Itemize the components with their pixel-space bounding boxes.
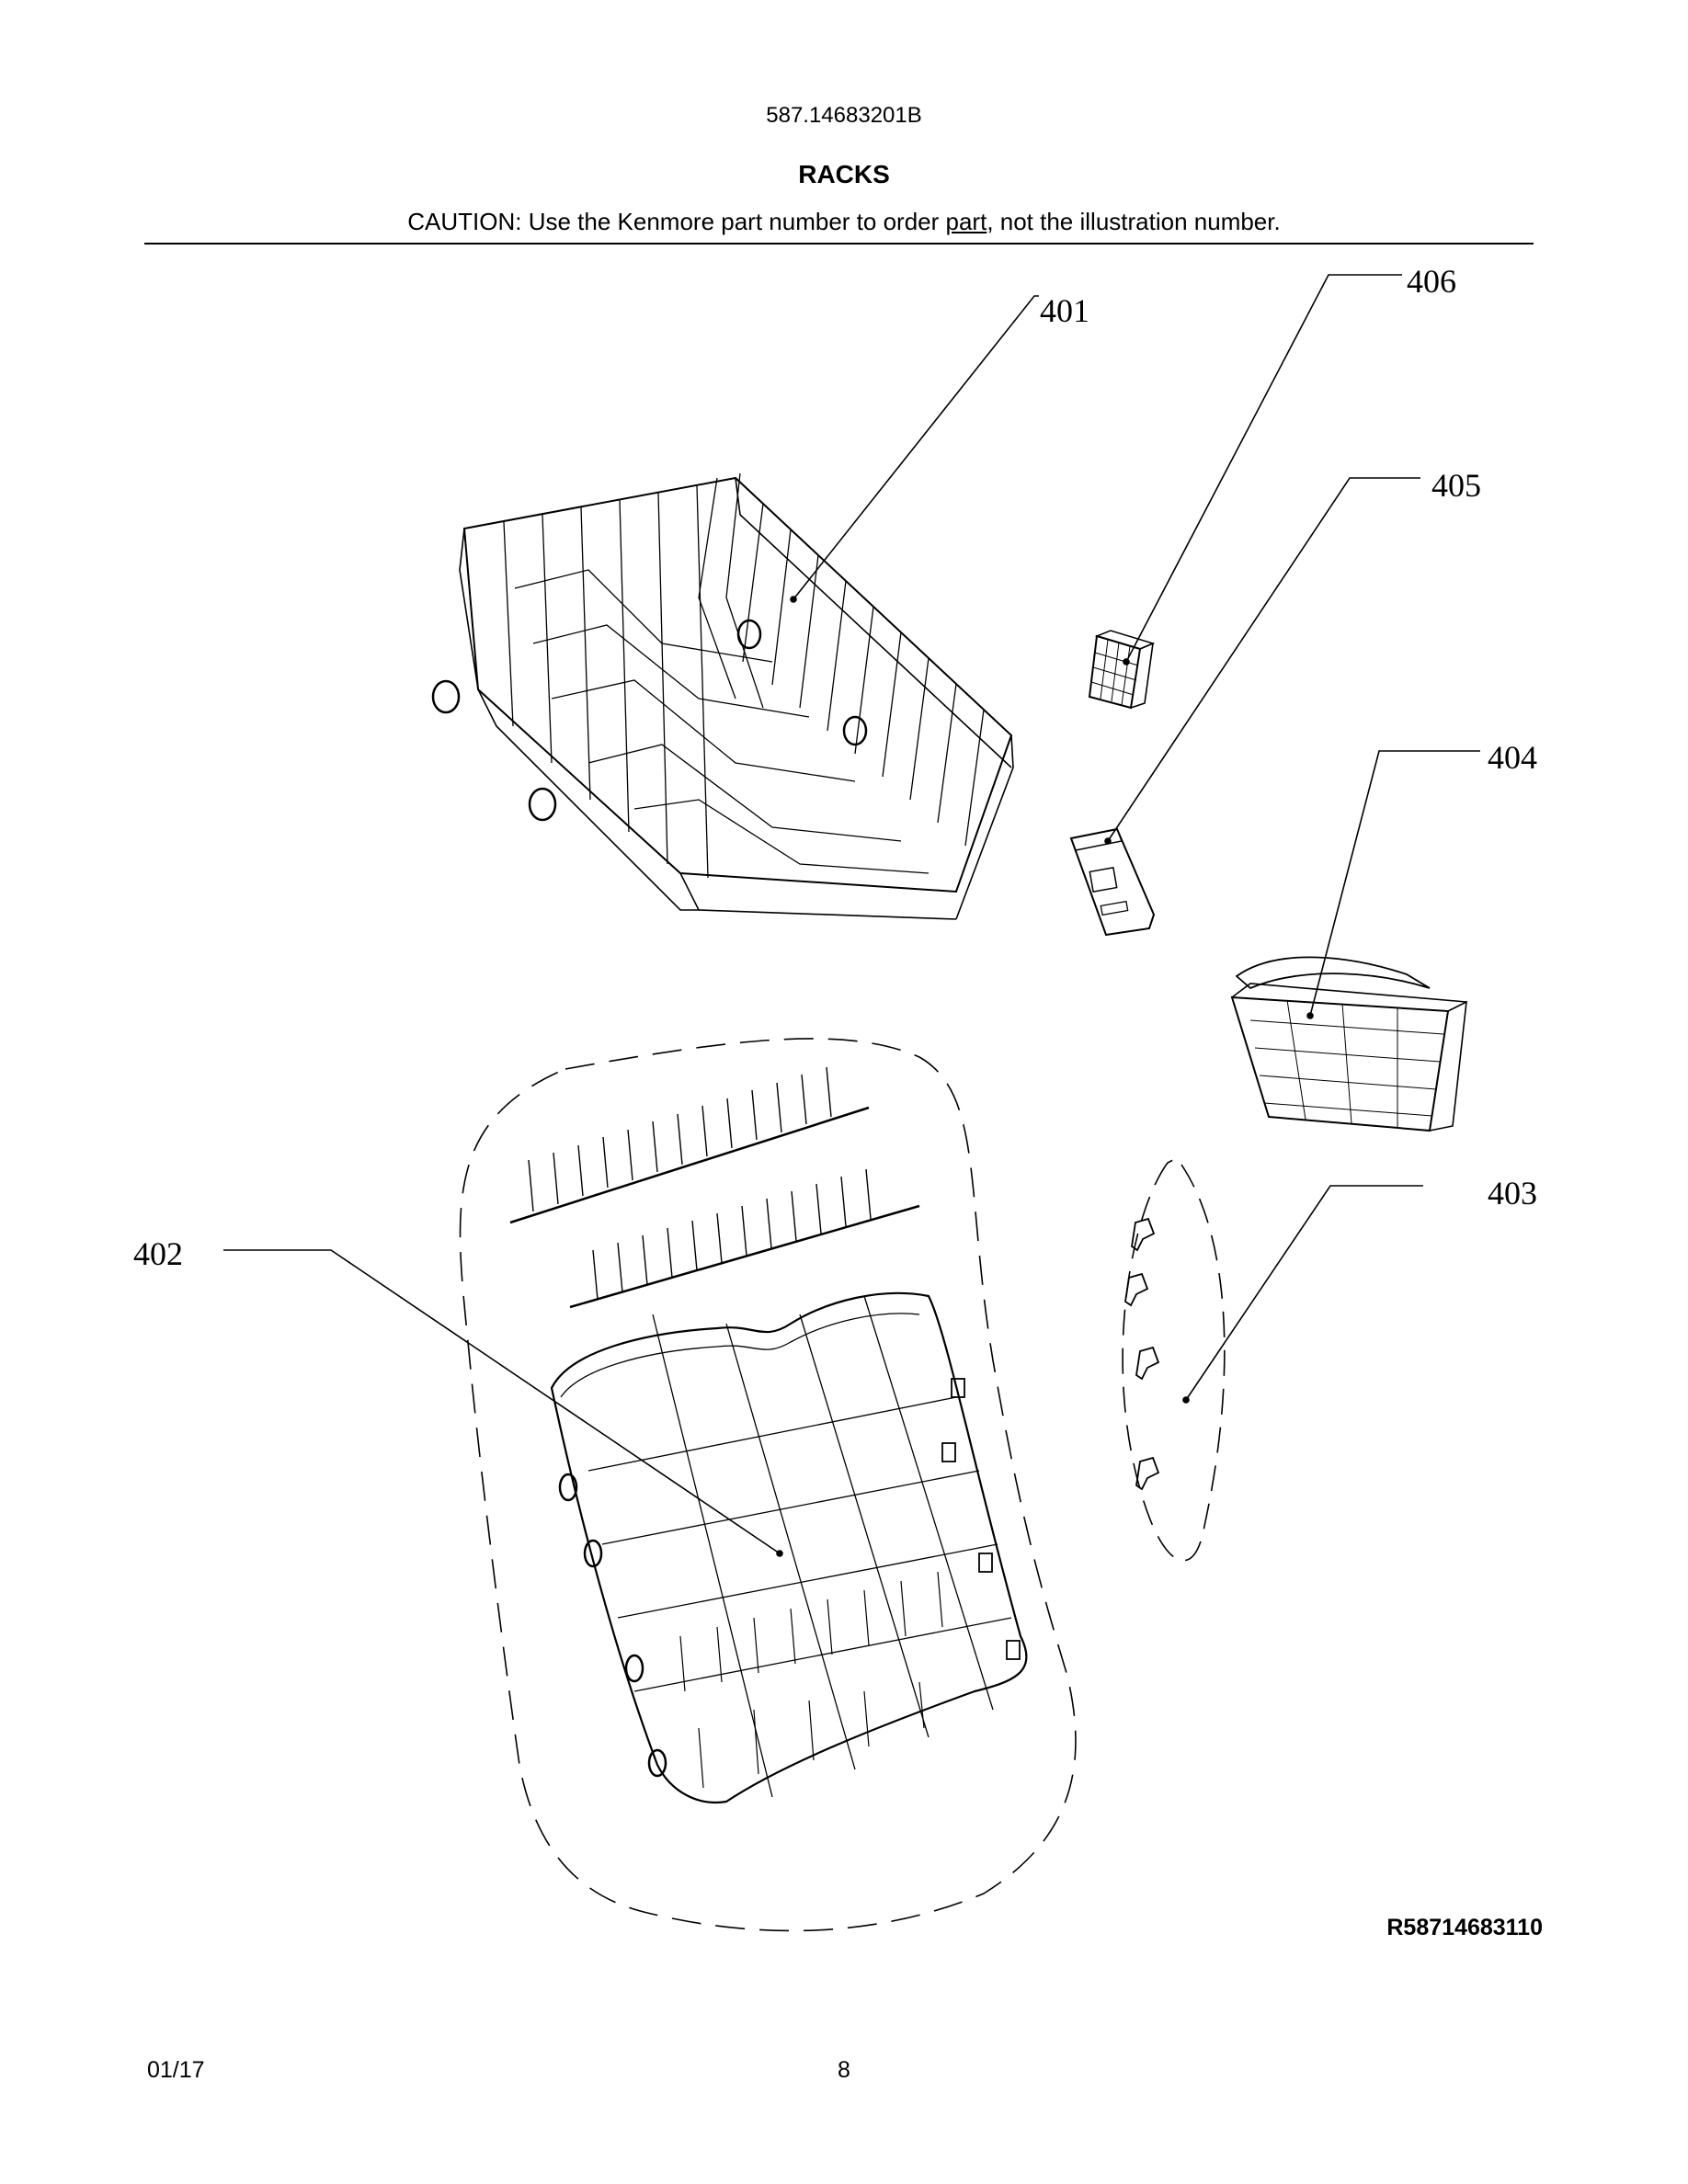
leader-404	[1309, 750, 1480, 1017]
caution-prefix: CAUTION: Use the Kenmore part number to …	[407, 208, 946, 235]
section-title: RACKS	[798, 160, 890, 188]
callout-402: 402	[133, 1235, 183, 1272]
page-number: 8	[838, 2057, 850, 2083]
small-cutlery-basket	[1088, 630, 1156, 710]
basket-cover	[1069, 827, 1156, 937]
lower-rack-tine-rows	[509, 1066, 920, 1309]
leader-401	[793, 295, 1039, 600]
callout-404: 404	[1488, 739, 1537, 776]
leader-402	[223, 1249, 781, 1554]
footer-date: 01/17	[147, 2057, 205, 2083]
leader-403	[1185, 1185, 1423, 1401]
leader-405	[1107, 477, 1420, 842]
callout-401: 401	[1040, 292, 1089, 329]
header-divider	[144, 243, 1534, 245]
lower-rack	[550, 1291, 1028, 1804]
diagram-reference-code: R58714683110	[1386, 1915, 1543, 1940]
caution-note: CAUTION: Use the Kenmore part number to …	[0, 208, 1688, 236]
caution-part-word: part	[945, 208, 987, 235]
cutlery-basket	[1230, 956, 1467, 1132]
rack-clips	[1124, 1217, 1160, 1491]
upper-rack	[431, 472, 1014, 920]
callout-406: 406	[1407, 263, 1456, 300]
callout-403: 403	[1488, 1175, 1537, 1211]
callout-405: 405	[1431, 467, 1481, 504]
lower-rack-group-outline	[459, 1038, 1077, 1932]
caution-suffix: , not the illustration number.	[987, 208, 1281, 235]
model-number: 587.14683201B	[766, 103, 922, 128]
leader-406	[1125, 274, 1402, 663]
